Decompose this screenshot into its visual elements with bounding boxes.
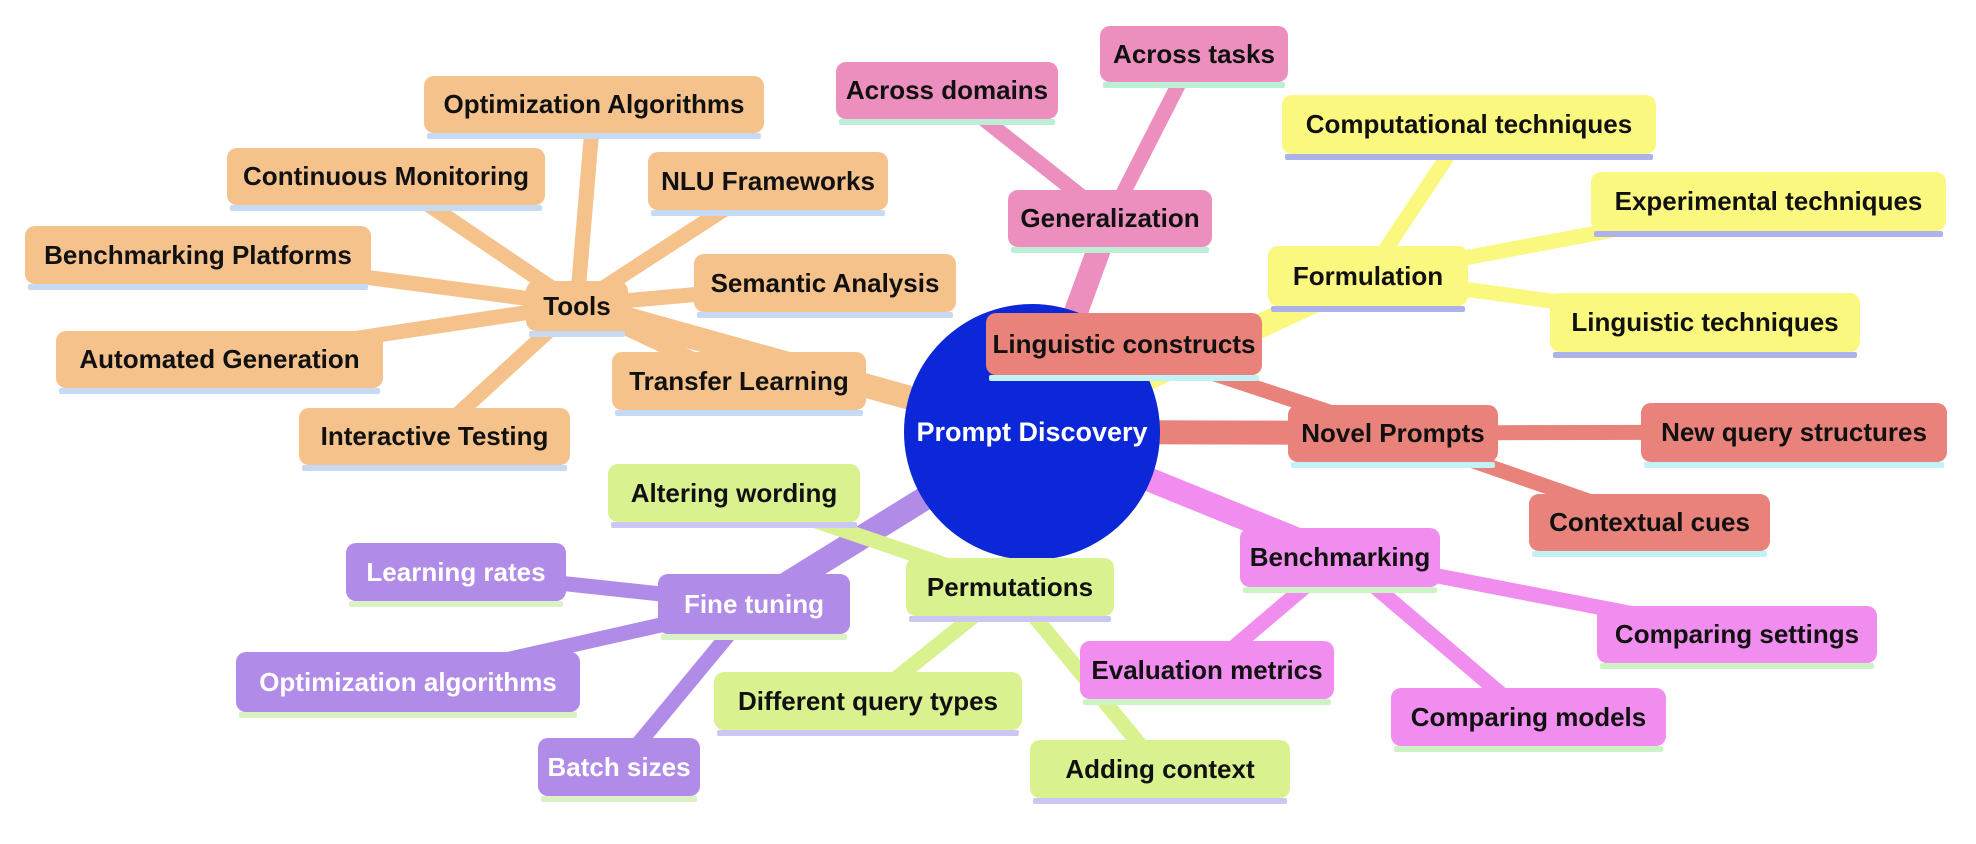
node-underline (529, 331, 625, 337)
node-altering-wording: Altering wording (608, 464, 860, 528)
node-label: Computational techniques (1305, 109, 1633, 139)
node-underline (839, 119, 1055, 125)
node-label: Optimization Algorithms (443, 89, 745, 119)
node-linguistic-techniques: Linguistic techniques (1550, 293, 1860, 358)
node-different-query-types: Different query types (714, 672, 1022, 736)
node-label: Fine tuning (683, 588, 825, 619)
node-underline (697, 312, 953, 318)
node-label: New query structures (1661, 417, 1927, 447)
node-transfer-learning: Transfer Learning (612, 352, 866, 416)
node-underline (230, 205, 542, 211)
root-label: Prompt Discovery (916, 416, 1148, 447)
node-interactive-testing: Interactive Testing (299, 408, 570, 471)
node-underline (1033, 798, 1287, 804)
node-formulation: Formulation (1268, 246, 1468, 312)
node-label: Batch sizes (547, 751, 691, 782)
node-label: Semantic Analysis (710, 267, 940, 298)
node-underline (717, 730, 1019, 736)
node-underline (1644, 462, 1944, 468)
node-underline (1594, 231, 1943, 237)
node-computational-techniques: Computational techniques (1282, 95, 1656, 160)
node-label: Interactive Testing (320, 421, 549, 451)
node-across-domains: Across domains (836, 62, 1058, 125)
node-underline (1394, 746, 1663, 752)
node-underline (909, 616, 1111, 622)
node-underline (28, 284, 368, 290)
node-label: Different query types (737, 685, 999, 716)
node-label: Altering wording (630, 477, 838, 508)
node-learning-rates: Learning rates (346, 543, 566, 607)
node-label: Across tasks (1113, 38, 1275, 69)
node-label: Permutations (926, 571, 1094, 602)
node-underline (427, 133, 761, 139)
node-underline (651, 210, 885, 216)
node-label: Benchmarking (1249, 542, 1431, 572)
node-underline (989, 375, 1259, 381)
node-continuous-monitoring: Continuous Monitoring (227, 148, 545, 211)
node-label: Generalization (1020, 203, 1200, 233)
node-tools: Tools (526, 281, 628, 337)
node-label: Experimental techniques (1614, 186, 1923, 216)
node-underline (661, 634, 847, 640)
node-underline (1553, 352, 1857, 358)
node-evaluation-metrics: Evaluation metrics (1080, 641, 1334, 705)
node-label: Comparing models (1410, 701, 1647, 732)
node-generalization: Generalization (1008, 190, 1212, 253)
node-adding-context: Adding context (1030, 740, 1290, 804)
node-label: NLU Frameworks (661, 165, 875, 196)
node-underline (1291, 462, 1495, 468)
node-benchmarking: Benchmarking (1240, 528, 1440, 593)
node-permutations: Permutations (906, 558, 1114, 622)
node-experimental-techniques: Experimental techniques (1591, 172, 1946, 237)
node-label: Linguistic techniques (1571, 307, 1839, 337)
node-nlu-frameworks: NLU Frameworks (648, 152, 888, 216)
node-label: Optimization algorithms (259, 666, 557, 697)
node-label: Transfer Learning (629, 365, 849, 396)
node-underline (1243, 587, 1437, 593)
node-label: Automated Generation (79, 344, 360, 374)
node-batch-sizes: Batch sizes (538, 738, 700, 802)
node-underline (349, 601, 563, 607)
node-underline (1532, 551, 1767, 557)
node-label: Formulation (1292, 260, 1444, 291)
node-label: Tools (543, 290, 611, 321)
node-comparing-models: Comparing models (1391, 688, 1666, 752)
node-underline (1103, 82, 1285, 88)
node-label: Continuous Monitoring (243, 161, 529, 191)
node-label: Benchmarking Platforms (44, 239, 352, 270)
node-underline (1600, 663, 1874, 669)
node-label: Novel Prompts (1301, 418, 1485, 448)
node-underline (1083, 699, 1331, 705)
node-novel-prompts: Novel Prompts (1288, 405, 1498, 468)
node-label: Across domains (845, 75, 1049, 105)
node-underline (59, 388, 380, 394)
node-benchmarking-platforms: Benchmarking Platforms (25, 226, 371, 290)
node-underline (239, 712, 577, 718)
node-fine-tuning: Fine tuning (658, 574, 850, 640)
node-label: Adding context (1065, 753, 1255, 784)
node-underline (611, 522, 857, 528)
node-contextual-cues: Contextual cues (1529, 494, 1770, 557)
node-label: Evaluation metrics (1091, 654, 1323, 685)
node-optimization-algorithms: Optimization Algorithms (424, 76, 764, 139)
node-optimization-algorithms-ft: Optimization algorithms (236, 652, 580, 718)
node-linguistic-constructs: Linguistic constructs (986, 313, 1262, 381)
node-underline (1011, 247, 1209, 253)
node-automated-generation: Automated Generation (56, 331, 383, 394)
node-underline (302, 465, 567, 471)
node-semantic-analysis: Semantic Analysis (694, 254, 956, 318)
node-label: Linguistic constructs (992, 328, 1256, 359)
node-underline (615, 410, 863, 416)
node-underline (1285, 154, 1653, 160)
node-new-query-structures: New query structures (1641, 403, 1947, 468)
node-underline (541, 796, 697, 802)
node-across-tasks: Across tasks (1100, 26, 1288, 88)
node-label: Learning rates (366, 556, 546, 587)
node-label: Comparing settings (1614, 619, 1860, 649)
node-label: Contextual cues (1549, 507, 1750, 537)
node-comparing-settings: Comparing settings (1597, 606, 1877, 669)
node-underline (1271, 306, 1465, 312)
